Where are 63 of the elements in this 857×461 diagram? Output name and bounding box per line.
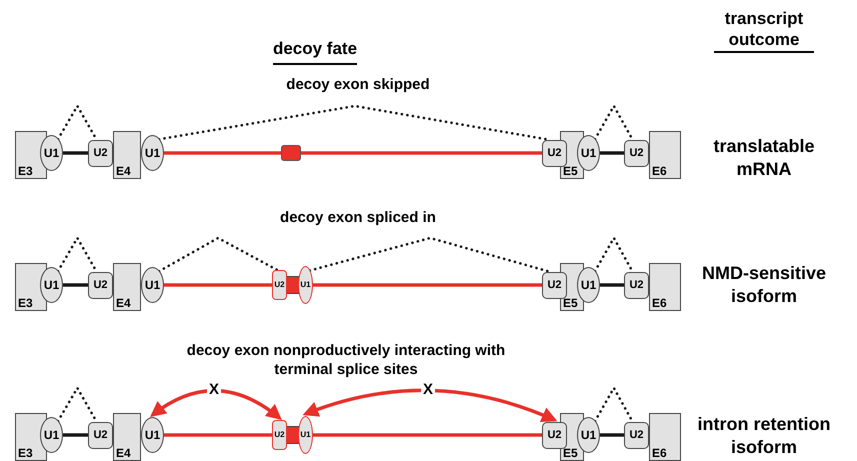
- u2-block: U2: [88, 422, 113, 449]
- exon-box: [649, 413, 681, 461]
- u2-block: U2: [272, 420, 287, 450]
- u1-oval: U1: [40, 135, 63, 171]
- exon-label: E5: [563, 296, 578, 310]
- u1-oval: U1: [577, 417, 600, 453]
- u2-block: U2: [542, 422, 567, 449]
- exon-label: E3: [18, 296, 33, 310]
- curved-arrow: [302, 388, 558, 422]
- exon-label: E5: [563, 446, 578, 460]
- exon-box: [649, 263, 681, 311]
- u2-block: U2: [624, 272, 649, 299]
- exon-label: E4: [116, 164, 131, 178]
- u2-block: U2: [88, 272, 113, 299]
- intron-line: [63, 283, 88, 287]
- u2-block: U2: [624, 140, 649, 167]
- exon-box: [649, 131, 681, 179]
- annotation-text: decoy exon spliced in: [280, 208, 436, 228]
- u2-block: U2: [624, 422, 649, 449]
- column-header: transcript outcome: [714, 8, 814, 53]
- u2-block: U2: [542, 272, 567, 299]
- u2-block: U2: [542, 140, 567, 167]
- u1-oval: U1: [298, 416, 313, 454]
- u1-oval: U1: [141, 135, 164, 171]
- exon-label: E3: [18, 164, 33, 178]
- intron-line: [600, 433, 624, 437]
- curved-arrow: [150, 389, 282, 420]
- exon-label: E6: [652, 164, 667, 178]
- u1-oval: U1: [40, 417, 63, 453]
- annotation-text: decoy exon nonproductively interacting with terminal splice sites: [186, 341, 506, 379]
- u1-oval: U1: [141, 417, 164, 453]
- annotation-text: NMD-sensitive isoform: [700, 262, 828, 308]
- u2-block: U2: [88, 140, 113, 167]
- exon-box: [113, 413, 141, 461]
- u1-oval: U1: [141, 267, 164, 303]
- exon-box: [113, 131, 141, 179]
- intron-line: [164, 151, 281, 155]
- exon-label: E4: [116, 446, 131, 460]
- intron-line: [313, 283, 542, 287]
- column-header: decoy fate: [272, 36, 358, 64]
- decoy-exon: [281, 145, 301, 161]
- annotation-text: translatable mRNA: [712, 135, 816, 181]
- u1-oval: U1: [298, 266, 313, 304]
- u2-block: U2: [272, 270, 287, 300]
- exon-label: E3: [18, 446, 33, 460]
- exon-label: E6: [652, 296, 667, 310]
- intron-line: [600, 151, 624, 155]
- intron-line: [600, 283, 624, 287]
- intron-line: [313, 433, 542, 437]
- u1-oval: U1: [577, 267, 600, 303]
- u1-oval: U1: [40, 267, 63, 303]
- intron-line: [301, 151, 542, 155]
- exon-label: E4: [116, 296, 131, 310]
- annotation-text: intron retention isoform: [696, 413, 832, 459]
- exon-label: E5: [563, 164, 578, 178]
- intron-line: [63, 151, 88, 155]
- intron-line: [164, 433, 272, 437]
- intron-line: [63, 433, 88, 437]
- exon-label: E6: [652, 446, 667, 460]
- intron-line: [164, 283, 272, 287]
- annotation-text: decoy exon skipped: [286, 75, 430, 95]
- exon-box: [113, 263, 141, 311]
- u1-oval: U1: [577, 135, 600, 171]
